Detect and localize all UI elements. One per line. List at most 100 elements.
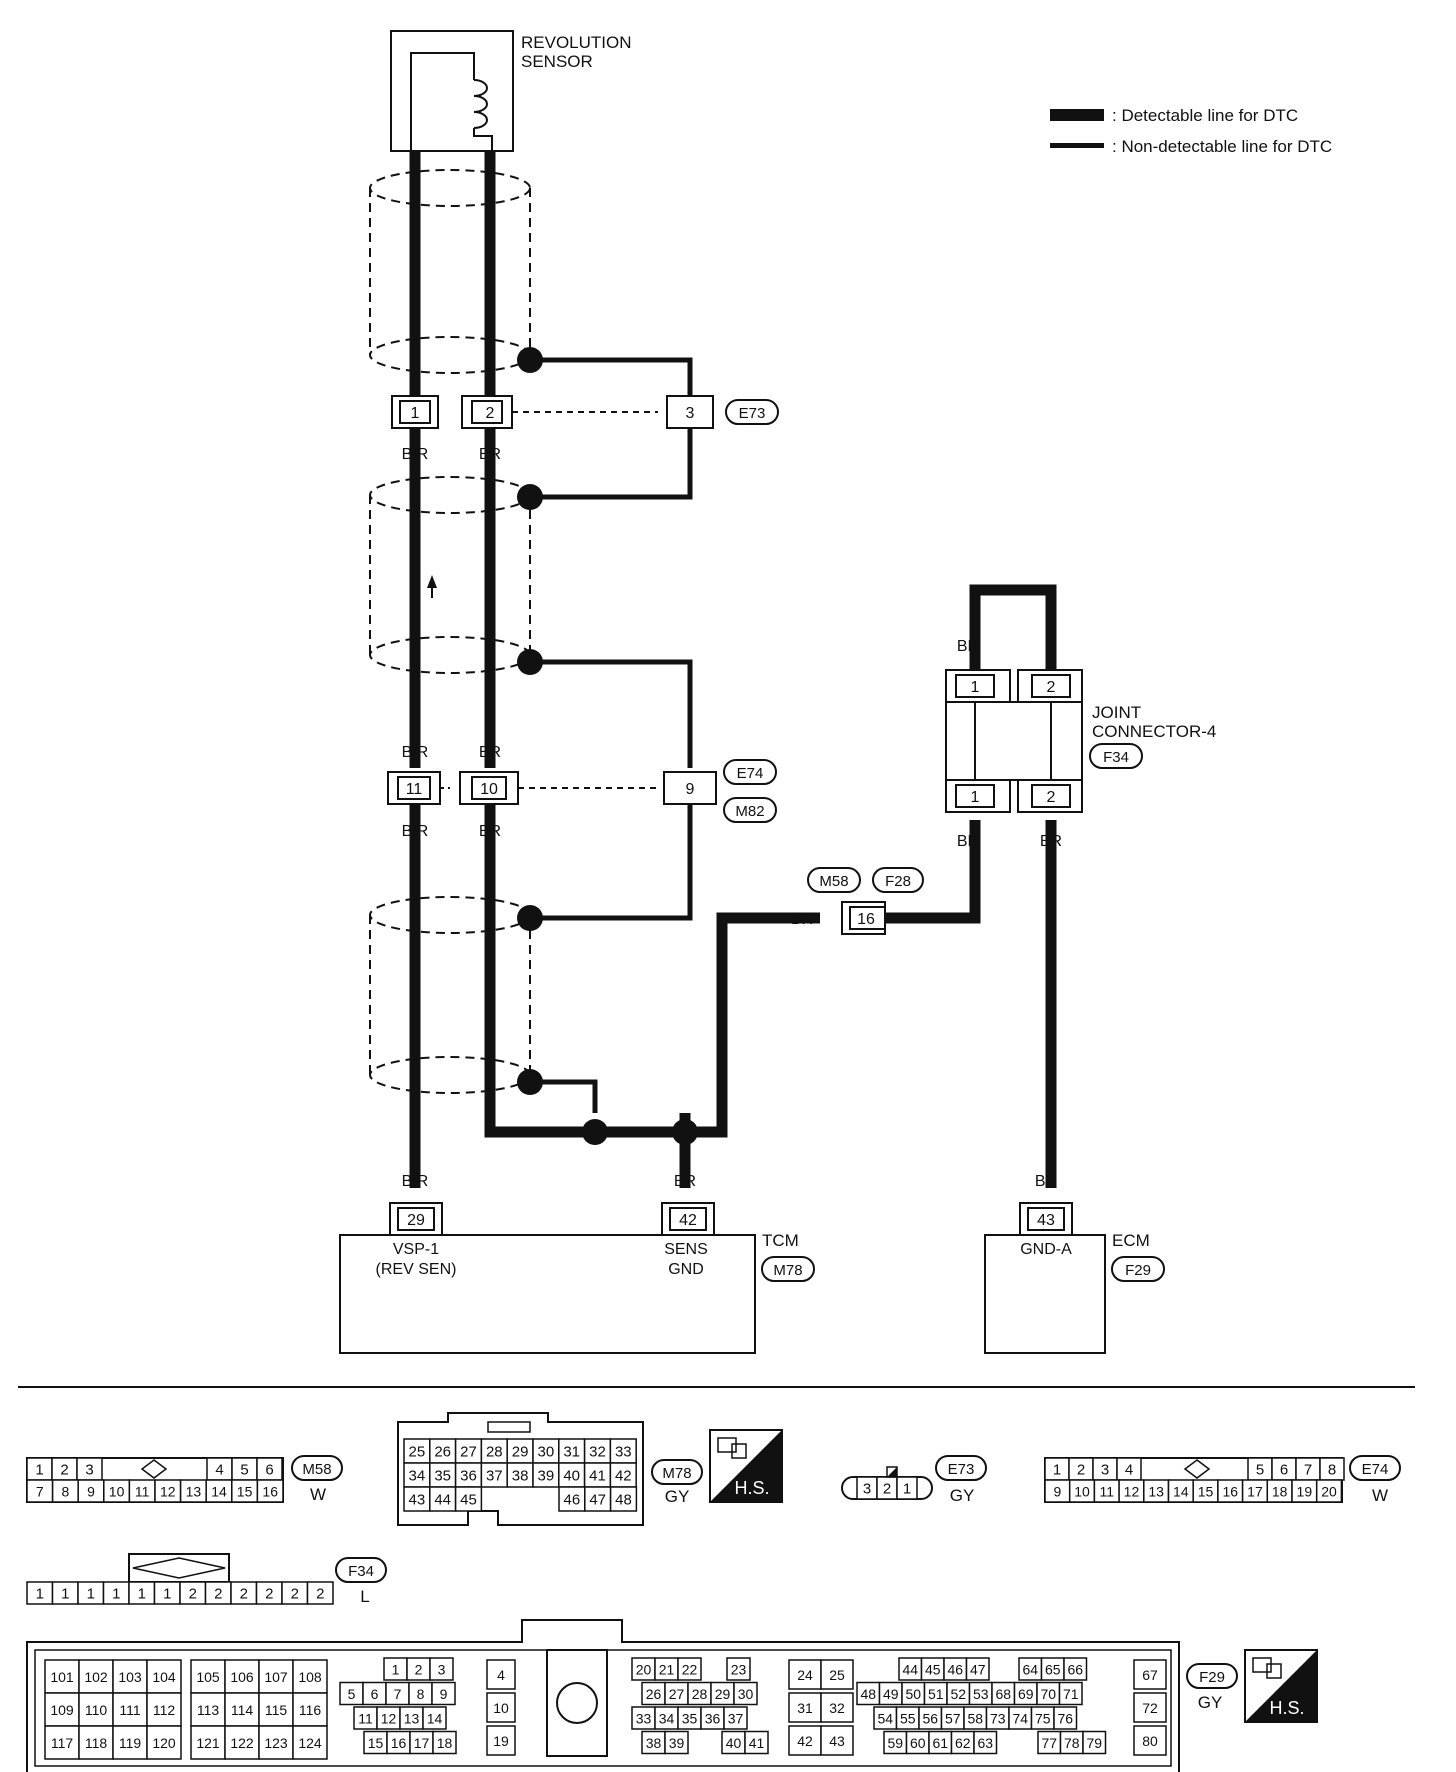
f29-cell bbox=[733, 1681, 758, 1706]
joint-id: F34 bbox=[1103, 749, 1129, 766]
f29-cell bbox=[486, 1659, 516, 1690]
f29-cell bbox=[1053, 1706, 1078, 1730]
f29-cell bbox=[820, 1725, 854, 1756]
m78-pin: 32 bbox=[589, 1444, 606, 1461]
tcm-pin-29-label: (REV SEN) bbox=[376, 1261, 457, 1278]
f34-pin: 1 bbox=[61, 1586, 69, 1603]
e74-pin-11: 11 bbox=[406, 781, 423, 798]
f29-pin: 68 bbox=[995, 1686, 1011, 1702]
f29-pin: 34 bbox=[659, 1711, 675, 1727]
joint-bottom-pin-2: 2 bbox=[1047, 789, 1056, 806]
e74-color: W bbox=[1372, 1486, 1388, 1505]
tcm-pin-42-label: SENS bbox=[664, 1241, 708, 1258]
f29-pin: 19 bbox=[493, 1733, 509, 1749]
f29-pin: 54 bbox=[877, 1711, 893, 1727]
f29-pin: 117 bbox=[51, 1735, 74, 1751]
e73-pin-1: 1 bbox=[411, 405, 420, 422]
e74-pin: 16 bbox=[1222, 1484, 1238, 1500]
f29-cell bbox=[1058, 1681, 1083, 1706]
f29-pin: 22 bbox=[682, 1662, 698, 1678]
e74-pin: 6 bbox=[1280, 1462, 1288, 1479]
f29-cell bbox=[146, 1659, 182, 1694]
f29-tag bbox=[1186, 1663, 1238, 1689]
m58-color: W bbox=[310, 1485, 326, 1504]
f29-pin: 77 bbox=[1041, 1735, 1057, 1751]
f29-pin: 11 bbox=[358, 1711, 373, 1727]
f29-pin: 64 bbox=[1022, 1662, 1038, 1678]
m78-cell bbox=[429, 1462, 457, 1488]
m58-pin: 15 bbox=[237, 1484, 253, 1500]
m78-cell bbox=[609, 1486, 638, 1512]
m78-pin: 38 bbox=[512, 1468, 529, 1485]
wire-label: BR bbox=[479, 823, 501, 840]
f29-pin: 69 bbox=[1018, 1686, 1034, 1702]
e73-pin: 2 bbox=[883, 1481, 891, 1498]
f29-pin: 116 bbox=[299, 1702, 322, 1718]
f29-pin: 37 bbox=[728, 1711, 744, 1727]
f29-cell bbox=[664, 1730, 689, 1755]
f29-pin: 78 bbox=[1064, 1735, 1080, 1751]
f29-pin: 51 bbox=[928, 1686, 944, 1702]
f29-cell bbox=[820, 1692, 854, 1723]
f29-pin: 15 bbox=[368, 1735, 384, 1751]
e73-id: E73 bbox=[948, 1461, 975, 1478]
wire-label: BR bbox=[479, 446, 501, 463]
f29-pin: 13 bbox=[404, 1711, 420, 1727]
m58-pin: 10 bbox=[109, 1484, 125, 1500]
f29-pin: 123 bbox=[264, 1735, 288, 1751]
f34-pin: 2 bbox=[189, 1586, 197, 1603]
f29-pin: 1 bbox=[392, 1662, 400, 1678]
wires-detectable bbox=[409, 151, 1057, 1188]
m78-color: GY bbox=[665, 1487, 690, 1506]
f29-pin: 17 bbox=[414, 1735, 430, 1751]
m78-cell bbox=[506, 1462, 534, 1488]
tcm-pin-29-label: VSP-1 bbox=[393, 1241, 439, 1258]
f28-pin-16: 16 bbox=[857, 911, 875, 928]
joint-top-pin-2: 2 bbox=[1047, 679, 1056, 696]
f29-pin: 49 bbox=[883, 1686, 899, 1702]
f29-pin: 70 bbox=[1040, 1686, 1056, 1702]
m58-pin: 8 bbox=[62, 1484, 70, 1500]
wire-label: B/R bbox=[402, 823, 429, 840]
f29-color: GY bbox=[1198, 1693, 1223, 1712]
wire-label: B/R bbox=[402, 744, 429, 761]
e74-pin: 20 bbox=[1321, 1484, 1337, 1500]
m58-pin: 11 bbox=[135, 1484, 150, 1500]
m58-id: M58 bbox=[302, 1461, 331, 1478]
f34-tag bbox=[335, 1557, 387, 1583]
m78-cell bbox=[532, 1438, 560, 1464]
e74-pin: 3 bbox=[1101, 1462, 1109, 1479]
m78-pin: 33 bbox=[615, 1444, 632, 1461]
f29-cell bbox=[78, 1659, 114, 1694]
f29-pin: 52 bbox=[950, 1686, 966, 1702]
tcm-id: M78 bbox=[773, 1262, 802, 1279]
m58-pin: 6 bbox=[265, 1462, 273, 1479]
m78-cell bbox=[584, 1486, 612, 1512]
f29-cell bbox=[112, 1725, 148, 1760]
f29-cell bbox=[723, 1706, 748, 1730]
m58-tag bbox=[291, 1455, 343, 1481]
m78-pin: 41 bbox=[589, 1468, 606, 1485]
f29-pin: 18 bbox=[437, 1735, 453, 1751]
f29-pin: 122 bbox=[230, 1735, 254, 1751]
m78-pin: 26 bbox=[434, 1444, 451, 1461]
f29-pin: 115 bbox=[265, 1702, 288, 1718]
f34-pin: 2 bbox=[265, 1586, 273, 1603]
e73-id: E73 bbox=[739, 405, 766, 422]
ecm-name: ECM bbox=[1112, 1231, 1150, 1250]
e74-pin: 2 bbox=[1077, 1462, 1085, 1479]
e74-tag bbox=[1349, 1455, 1401, 1481]
m82-id: M82 bbox=[735, 803, 764, 820]
joint-name-2: CONNECTOR-4 bbox=[1092, 722, 1216, 741]
e73-cell bbox=[896, 1476, 918, 1500]
m58-pin: 12 bbox=[160, 1484, 176, 1500]
joint-connector-4: 1 2 1 2 JOINT CONNECTOR-4 F34 bbox=[945, 669, 1216, 813]
sensor-name-2: SENSOR bbox=[521, 52, 593, 71]
m78-pin: 47 bbox=[589, 1492, 606, 1509]
f29-pin: 103 bbox=[118, 1669, 142, 1685]
f29-pin: 33 bbox=[636, 1711, 652, 1727]
m58-pin: 9 bbox=[87, 1484, 95, 1500]
wire-label: BR bbox=[957, 833, 979, 850]
f29-id: F29 bbox=[1199, 1669, 1225, 1686]
hole-icon bbox=[556, 1682, 598, 1724]
